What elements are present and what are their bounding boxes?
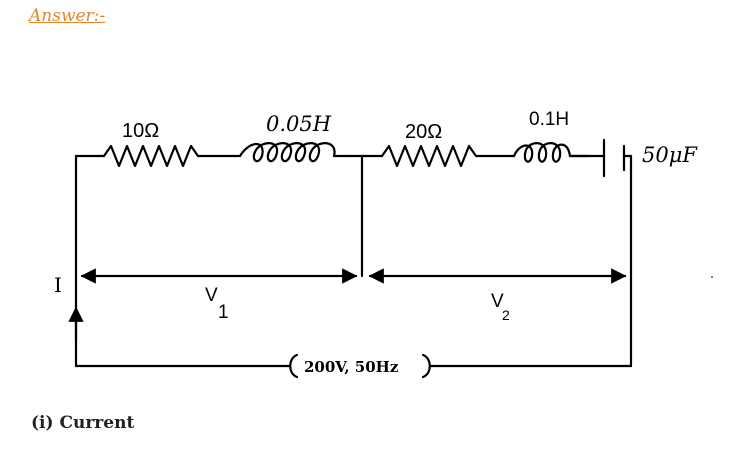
answer-heading: Answer:- — [29, 6, 106, 26]
resistor-10-ohm — [102, 144, 200, 168]
v1-label: V — [205, 285, 218, 306]
source-label: 200V, 50Hz — [304, 358, 399, 376]
source-terminal-right — [421, 353, 431, 379]
v2-subscript: 2 — [502, 307, 510, 323]
l2-label: 0.1H — [529, 109, 569, 130]
r1-label: 10Ω — [122, 120, 159, 142]
v2-label: V — [491, 291, 504, 312]
l1-label: 0.05H — [266, 112, 332, 136]
resistor-20-ohm — [380, 144, 478, 168]
stray-dot — [711, 276, 713, 278]
r2-label: 20Ω — [405, 121, 442, 143]
c-label: 50μF — [642, 143, 698, 167]
source-terminal-left — [289, 353, 299, 379]
inductor-0-1h — [512, 142, 590, 163]
caption-current: (i) Current — [31, 413, 135, 433]
inductor-0-05h — [238, 142, 348, 163]
v1-subscript: 1 — [218, 302, 229, 323]
current-label: I — [54, 273, 62, 297]
